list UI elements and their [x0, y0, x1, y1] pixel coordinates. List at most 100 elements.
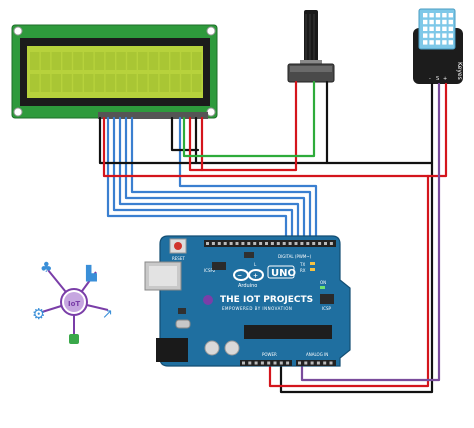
watermark-title: THE IOT PROJECTS — [220, 295, 313, 305]
gear-icon: ⚙ — [32, 305, 45, 323]
lcd-char-cell — [105, 52, 115, 70]
dht-grille-hole — [435, 26, 441, 31]
dht-grille-hole — [442, 26, 447, 31]
lcd-char-cell — [181, 52, 191, 70]
dht-grille-hole — [442, 40, 447, 45]
lcd-char-cell — [148, 74, 159, 92]
power-pin — [248, 361, 252, 365]
icsp2-label: ICSP2 — [204, 268, 216, 273]
power-pin-header — [240, 360, 292, 366]
svg-text:−: − — [237, 273, 242, 280]
lcd-char-cell — [170, 74, 180, 92]
digital-pin — [318, 242, 322, 245]
device-icon — [69, 334, 79, 344]
lcd-mount-hole — [13, 107, 23, 117]
lcd-char-cell — [181, 74, 191, 92]
dht-grille-hole — [448, 19, 453, 25]
board-model: UNO — [271, 268, 296, 279]
dht-grille-hole — [448, 33, 453, 38]
power-jack — [156, 338, 188, 362]
on-led-label: ON — [320, 280, 326, 285]
digital-pin — [211, 242, 215, 245]
digital-pin — [259, 242, 263, 245]
watermark-tagline: EMPOWERED BY INNOVATION — [222, 306, 292, 311]
wire-dht-gnd — [325, 82, 434, 165]
lcd-char-cell — [116, 74, 126, 92]
arduino-logo: − + — [233, 269, 264, 281]
digital-pin — [276, 242, 280, 245]
digital-pin — [247, 242, 251, 245]
analog-pin — [310, 361, 314, 365]
lcd-char-cell — [51, 52, 61, 70]
reset-label: RESET — [172, 256, 185, 261]
digital-pins — [206, 242, 333, 245]
power-pin — [267, 361, 271, 365]
power-pin — [273, 361, 277, 365]
icsp-label: ICSP — [322, 306, 332, 311]
factory-icon: ▙ — [85, 264, 97, 282]
dht-grille-hole — [423, 40, 428, 45]
power-pin — [260, 361, 264, 365]
dht-grille-hole — [423, 13, 428, 18]
lcd-character-grid — [30, 52, 202, 92]
lcd-char-cell — [84, 74, 94, 92]
dht-grille-hole — [423, 19, 428, 25]
digital-pin — [329, 242, 333, 245]
svg-text:+: + — [253, 273, 258, 280]
icsp-header — [320, 294, 334, 304]
bottom-pins — [242, 361, 333, 365]
digital-pin — [241, 242, 245, 245]
digital-pin — [282, 242, 286, 245]
dht-grille-hole — [429, 19, 434, 25]
wire-lcd-enable — [130, 116, 312, 242]
robot-arm-icon: ↗ — [102, 307, 113, 322]
arduino-uno: RESET ICSP2 DIGITAL (PWM~) L TX RX − + U… — [144, 235, 351, 367]
digital-pin — [235, 242, 239, 245]
wire-lcd-d4 — [124, 116, 306, 242]
digital-pin — [288, 242, 292, 245]
power-pin — [242, 361, 245, 365]
lcd-char-cell — [192, 52, 202, 70]
dht-grille-hole — [448, 13, 453, 18]
dht-pin-label-vcc: + — [443, 76, 447, 82]
power-pin — [286, 361, 290, 365]
iot-projects-logo: ♣ ▙ ⚙ ↗ IoT — [32, 260, 113, 344]
icsp2-header — [212, 262, 226, 270]
lcd-char-cell — [40, 74, 51, 92]
digital-pin — [324, 242, 327, 245]
wire-lcd-rs — [178, 116, 318, 242]
dht-grille-hole — [429, 13, 434, 18]
wires — [98, 80, 448, 394]
wire-pot-wiper-contrast — [182, 80, 316, 158]
lcd-char-cell — [159, 52, 169, 70]
pot-nut — [300, 60, 322, 66]
lcd-char-cell — [73, 52, 83, 70]
analog-pin — [304, 361, 308, 365]
capacitor — [224, 340, 240, 356]
lcd-char-cell — [127, 52, 137, 70]
lcd-mount-hole — [206, 107, 216, 117]
dht-grille — [423, 13, 453, 45]
dht-grille-hole — [429, 40, 434, 45]
lcd-char-cell — [30, 74, 40, 92]
digital-pin — [265, 242, 268, 245]
uno-badge — [267, 265, 295, 279]
lcd-char-cell — [40, 52, 51, 70]
dht-grille-hole — [435, 40, 441, 45]
digital-pin — [206, 242, 209, 245]
lcd-char-cell — [192, 74, 202, 92]
digital-pin — [253, 242, 257, 245]
digital-pin — [300, 242, 304, 245]
digital-pin — [306, 242, 310, 245]
l-led-label: L — [254, 262, 257, 267]
analog-pin — [316, 361, 320, 365]
wire-pot-vcc — [188, 80, 298, 172]
dht-grille-hole — [442, 33, 447, 38]
wire-dht-signal — [300, 82, 441, 382]
dht-grille-hole — [448, 40, 453, 45]
digital-pin — [270, 242, 274, 245]
watermark-mini-logo — [203, 295, 213, 305]
tree-icon: ♣ — [40, 260, 53, 276]
lcd-char-cell — [51, 74, 61, 92]
lcd-char-cell — [73, 74, 83, 92]
